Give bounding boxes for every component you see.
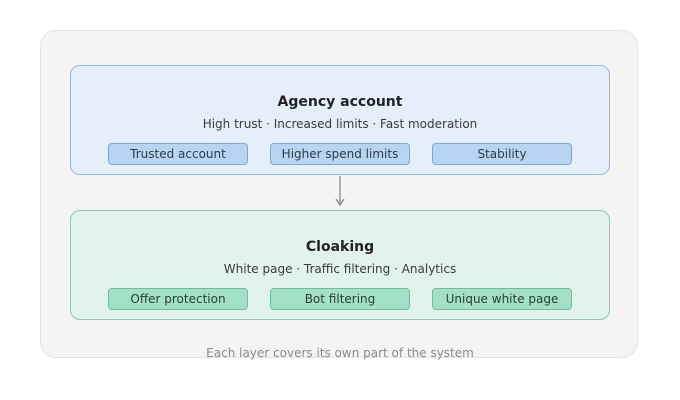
- layer-cloaking: Cloaking White page · Traffic filtering …: [70, 210, 610, 320]
- tag-offer-protection: Offer protection: [108, 288, 248, 310]
- tag-higher-spend-limits: Higher spend limits: [270, 143, 410, 165]
- tag-unique-white-page: Unique white page: [432, 288, 572, 310]
- tag-bot-filtering: Bot filtering: [270, 288, 410, 310]
- layer-subtitle: High trust · Increased limits · Fast mod…: [202, 117, 478, 131]
- layer-agency-account: Agency account High trust · Increased li…: [70, 65, 610, 175]
- layer-title: Agency account: [277, 94, 403, 110]
- diagram-caption: Each layer covers its own part of the sy…: [206, 346, 474, 360]
- down-arrow-icon: [335, 176, 345, 207]
- layer-title: Cloaking: [305, 239, 375, 255]
- tag-stability: Stability: [432, 143, 572, 165]
- tag-trusted-account: Trusted account: [108, 143, 248, 165]
- layer-subtitle: White page · Traffic filtering · Analyti…: [223, 262, 457, 276]
